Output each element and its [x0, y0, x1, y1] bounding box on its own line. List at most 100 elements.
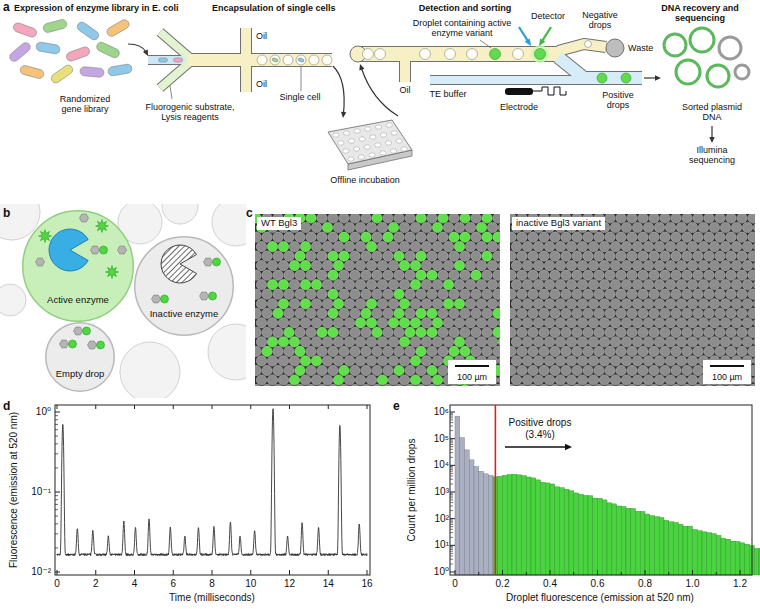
axis-minor-tick	[450, 430, 453, 431]
well	[375, 125, 381, 129]
scale-bar-label: 100 µm	[457, 372, 487, 382]
channel-wall	[558, 44, 606, 51]
droplet	[649, 251, 659, 261]
axis-tick-mark	[173, 405, 174, 409]
positive-bar	[579, 494, 584, 575]
plasmid	[735, 65, 749, 79]
positive-bar	[712, 534, 717, 575]
droplet	[737, 384, 747, 386]
positive-bar	[560, 488, 565, 575]
droplet	[498, 375, 500, 385]
droplet	[638, 327, 648, 337]
droplet	[731, 242, 741, 252]
droplet	[333, 356, 343, 366]
droplet	[594, 289, 604, 299]
axis-minor-tick	[450, 425, 453, 426]
sugar-moiety	[118, 246, 127, 254]
droplet	[594, 384, 604, 386]
droplet	[432, 356, 442, 366]
droplet	[638, 346, 648, 356]
fluorescent-droplet	[405, 327, 415, 337]
droplet	[704, 289, 714, 299]
fluorescent-droplet	[493, 327, 500, 337]
droplet	[510, 251, 516, 261]
bacterium	[35, 41, 60, 54]
droplet	[443, 261, 453, 271]
annotation: Negative drops	[578, 10, 623, 31]
axis-minor-tick	[450, 502, 453, 503]
droplet	[416, 289, 426, 299]
droplet	[372, 270, 382, 280]
droplet	[682, 232, 692, 242]
axis-tick: 10⁰	[434, 566, 449, 578]
droplet	[561, 251, 571, 261]
droplet	[616, 308, 626, 318]
droplet	[361, 270, 371, 280]
fluorescent-droplet	[427, 327, 437, 337]
droplet	[300, 337, 310, 347]
droplet	[704, 346, 714, 356]
droplet	[555, 375, 565, 385]
positive-bar	[645, 514, 650, 575]
droplet	[344, 375, 354, 385]
droplet	[517, 346, 527, 356]
droplet	[671, 384, 681, 386]
droplet	[704, 214, 714, 223]
droplet	[449, 251, 459, 261]
axis-minor-tick	[450, 494, 453, 495]
droplet	[267, 299, 277, 309]
droplet	[449, 270, 459, 280]
droplet	[693, 289, 703, 299]
droplet	[427, 346, 437, 356]
droplet	[682, 365, 692, 375]
axis-minor-tick	[450, 496, 453, 497]
droplet	[572, 308, 582, 318]
droplet	[432, 242, 442, 252]
axis-tick-mark	[328, 405, 329, 409]
droplet	[660, 308, 670, 318]
fluorescent-droplet	[443, 280, 453, 290]
fluorescent-droplet	[322, 222, 332, 232]
droplet	[471, 289, 481, 299]
droplet	[561, 270, 571, 280]
droplet	[522, 318, 532, 328]
positive-bar	[754, 549, 759, 575]
axis-tick-mark	[692, 570, 693, 575]
negative-bar	[479, 471, 484, 575]
well	[385, 141, 391, 145]
fluorescent-droplet	[311, 280, 321, 290]
droplet	[465, 318, 475, 328]
droplet	[443, 222, 453, 232]
droplet	[510, 346, 516, 356]
axis-minor-tick	[450, 471, 453, 472]
droplet	[377, 261, 387, 271]
droplet	[649, 327, 659, 337]
node-text: Active enzyme	[47, 295, 109, 306]
droplet	[671, 270, 681, 280]
axis-tick-mark	[450, 572, 455, 573]
axis-tick-mark	[550, 570, 551, 575]
droplet	[726, 214, 736, 223]
droplet	[517, 251, 527, 261]
droplet	[643, 318, 653, 328]
droplet	[460, 251, 470, 261]
well	[375, 143, 381, 147]
droplet	[693, 232, 703, 242]
droplet	[654, 375, 664, 385]
droplet	[344, 222, 354, 232]
fluorescent-droplet	[267, 280, 277, 290]
droplet	[605, 251, 615, 261]
droplet	[405, 289, 415, 299]
axis-minor-tick	[55, 516, 58, 517]
channel-label: Oil	[256, 31, 267, 41]
droplet	[317, 214, 327, 223]
droplet	[643, 222, 653, 232]
droplet	[306, 346, 316, 356]
fluorescent-droplet	[394, 289, 404, 299]
droplet	[726, 270, 736, 280]
droplet	[361, 346, 371, 356]
fluorogenic-substrate	[161, 295, 169, 303]
positive-bar	[517, 475, 522, 575]
droplet	[284, 346, 294, 356]
droplet	[599, 318, 609, 328]
